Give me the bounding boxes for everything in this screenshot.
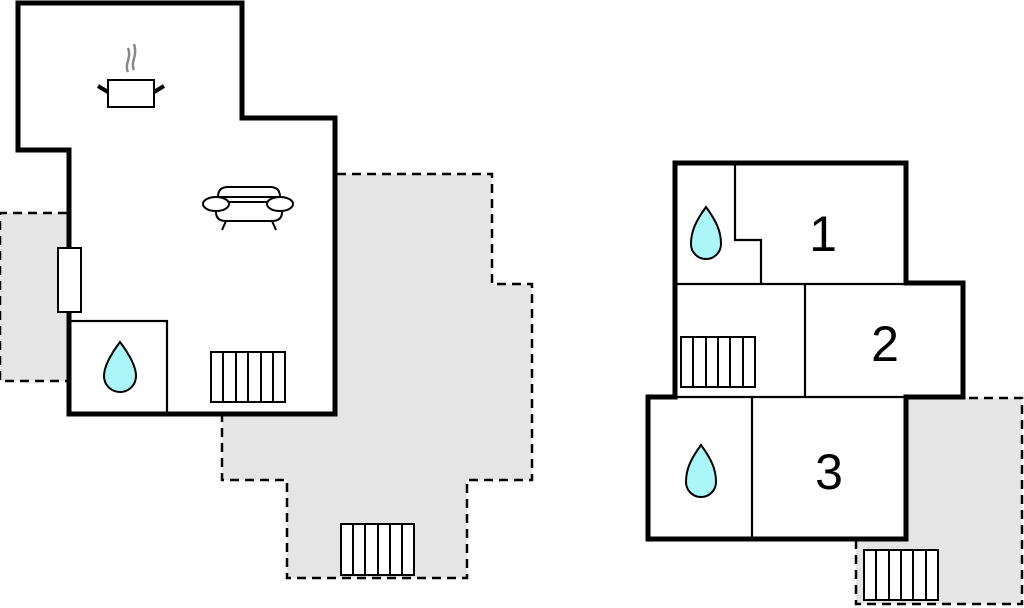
- stairs-icon: [210, 351, 286, 403]
- window-icon: [57, 247, 82, 313]
- stairs-icon: [863, 549, 939, 601]
- sofa-icon: [202, 186, 294, 231]
- terrace-left: [0, 211, 67, 383]
- interior-walls: [675, 163, 906, 539]
- ground-floor-outline: [15, 0, 338, 417]
- bathroom-drop-icon: [684, 443, 718, 498]
- room-label-1: 1: [809, 206, 837, 262]
- room-label-3: 3: [815, 444, 843, 500]
- bathroom-ground: [67, 319, 169, 416]
- room-label-2: 2: [871, 316, 899, 372]
- stairs-icon: [680, 336, 756, 388]
- bathroom-drop-icon: [689, 205, 723, 260]
- stairs-icon: [340, 523, 415, 576]
- bathroom-drop-icon: [102, 340, 138, 393]
- kitchen-pot-icon: [96, 43, 166, 108]
